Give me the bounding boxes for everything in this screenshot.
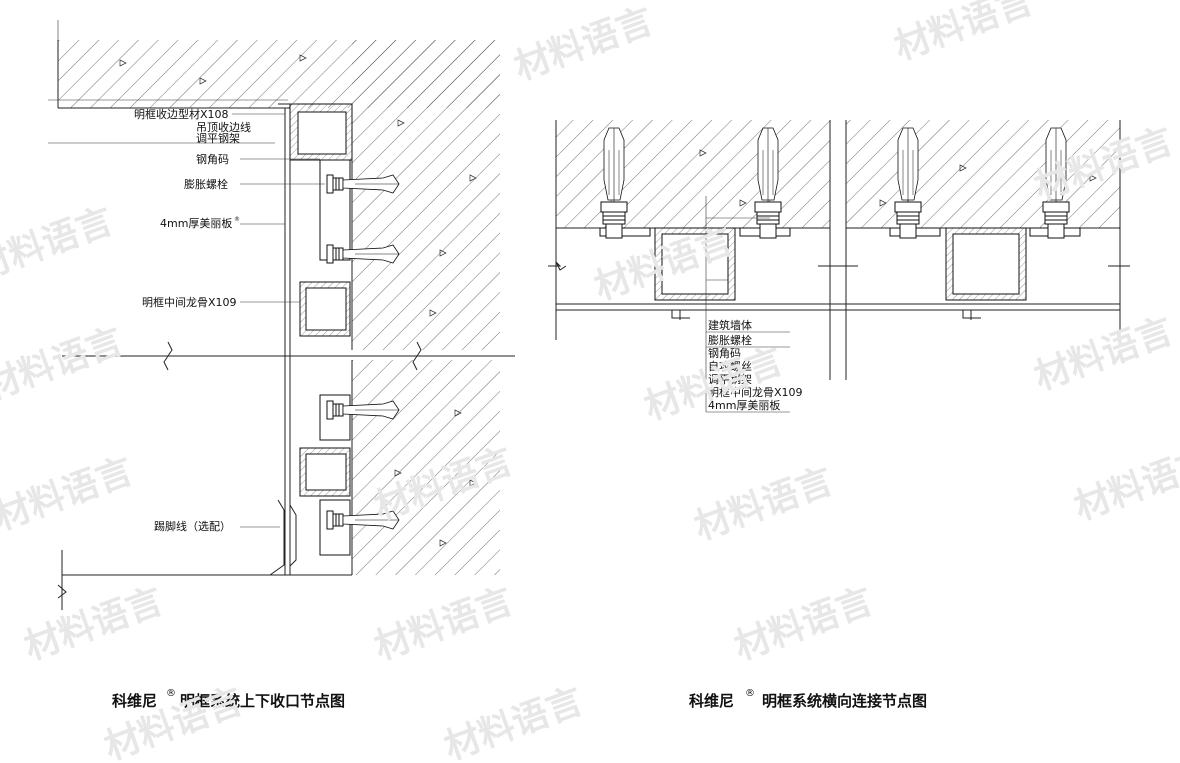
label-panel: 4mm厚美丽板: [160, 216, 232, 230]
watermark: 材料语言: [0, 321, 128, 409]
right-section-drawing: 建筑墙体 膨胀螺栓 钢角码 自攻螺丝 调平钢架 明框中间龙骨X109 4mm厚美…: [548, 120, 1130, 413]
skirting-profile: [269, 499, 285, 576]
label-middle-keel: 明框中间龙骨X109: [142, 296, 237, 309]
right-bolt-3: [894, 127, 922, 239]
watermark: 材料语言: [1029, 311, 1178, 399]
right-label-1: 建筑墙体: [708, 318, 752, 332]
right-label-6: 明框中间龙骨X109: [708, 386, 803, 399]
wall-upper: [352, 40, 500, 350]
wall-slab-left: [556, 120, 830, 228]
right-label-3: 钢角码: [708, 347, 741, 360]
right-bolt-2: [754, 127, 782, 239]
label-steel-angle: 钢角码: [196, 153, 229, 166]
right-caption-brand: 科维尼: [689, 692, 734, 710]
label-skirting: 踢脚线（选配）: [154, 519, 231, 533]
watermark: 材料语言: [509, 1, 658, 89]
right-caption-reg: ®: [745, 688, 755, 699]
left-caption-brand: 科维尼: [112, 692, 157, 710]
right-bolt-1: [600, 127, 628, 239]
watermark: 材料语言: [889, 0, 1038, 68]
watermark: 材料语言: [689, 461, 838, 549]
wall-slab-right: [846, 120, 1120, 228]
right-caption: 科维尼 ® 明框系统横向连接节点图: [689, 688, 927, 710]
left-caption-reg: ®: [166, 688, 176, 699]
registered-mark-small: ®: [234, 216, 240, 223]
right-label-5: 调平钢架: [708, 373, 752, 386]
right-label-2: 膨胀螺栓: [708, 333, 752, 347]
right-label-4: 自攻螺丝: [708, 359, 752, 373]
label-leveling-steel: 调平钢架: [196, 132, 240, 145]
watermark: 材料语言: [439, 681, 588, 763]
label-expansion-bolt: 膨胀螺栓: [184, 177, 228, 191]
right-label-list: 建筑墙体 膨胀螺栓 钢角码 自攻螺丝 调平钢架 明框中间龙骨X109 4mm厚美…: [706, 318, 803, 413]
left-section-drawing: 明框收边型材X108 吊顶收边线 调平钢架 钢角码 膨胀螺栓 4mm厚美丽板 明…: [48, 20, 515, 610]
right-label-7: 4mm厚美丽板: [708, 398, 780, 412]
watermark: 材料语言: [729, 581, 878, 669]
watermark: 材料语言: [0, 201, 118, 289]
watermark: 材料语言: [1069, 441, 1180, 529]
watermark: 材料语言: [19, 581, 168, 669]
wall-lower: [352, 360, 500, 575]
right-caption-title: 明框系统横向连接节点图: [762, 692, 927, 710]
left-caption-title: 明框系统上下收口节点图: [180, 692, 345, 710]
label-edge-profile: 明框收边型材X108: [134, 107, 229, 121]
label-ceiling-edge: 吊顶收边线: [196, 120, 251, 134]
watermark: 材料语言: [0, 451, 138, 539]
watermark: 材料语言: [369, 581, 518, 669]
left-caption: 科维尼 ® 明框系统上下收口节点图: [112, 688, 345, 710]
